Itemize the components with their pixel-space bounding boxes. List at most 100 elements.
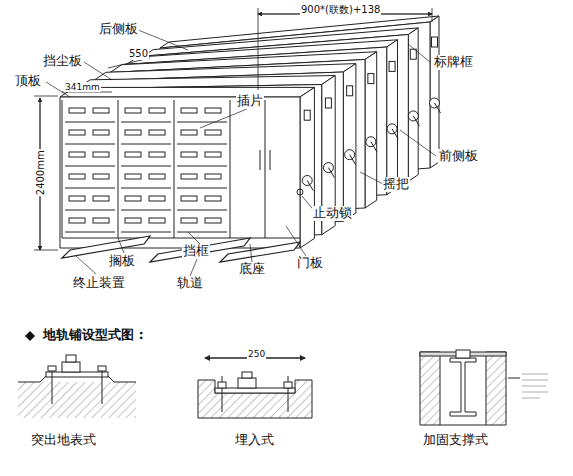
insert-card xyxy=(69,130,85,135)
shelf xyxy=(121,144,171,145)
part-label: 止动锁 xyxy=(312,206,353,221)
sign-frame xyxy=(304,110,310,120)
dimension: 550 xyxy=(128,48,149,60)
insert-card xyxy=(149,130,165,135)
sign-frame xyxy=(410,49,416,59)
sign-frame xyxy=(432,37,438,47)
sign-frame xyxy=(347,86,353,96)
part-label: 摇把 xyxy=(382,177,410,192)
shelf xyxy=(65,144,115,145)
base xyxy=(62,238,300,239)
insert-card xyxy=(93,196,109,201)
shelf xyxy=(121,188,171,189)
shelf xyxy=(65,210,115,211)
insert-card xyxy=(205,218,221,223)
insert-card xyxy=(125,130,141,135)
side-panel xyxy=(365,52,377,208)
door-handle xyxy=(270,150,271,170)
shelf xyxy=(65,166,115,167)
crank-arm xyxy=(307,181,313,191)
crank-arm xyxy=(392,129,398,139)
insert-card xyxy=(125,108,141,113)
shelf xyxy=(177,144,227,145)
insert-card xyxy=(93,152,109,157)
insert-card xyxy=(205,174,221,179)
shelf xyxy=(121,122,171,123)
insert-card xyxy=(93,218,109,223)
insert-card xyxy=(181,108,197,113)
insert-card xyxy=(181,130,197,135)
shelf xyxy=(121,232,171,233)
shelf xyxy=(121,166,171,167)
insert-card xyxy=(69,108,85,113)
crank-arm xyxy=(435,103,441,113)
insert-card xyxy=(93,108,109,113)
insert-card xyxy=(181,152,197,157)
part-label: 搁板 xyxy=(108,254,136,269)
part-label: 后侧板 xyxy=(98,22,139,37)
part-label: 前侧板 xyxy=(438,149,479,164)
column-divider xyxy=(174,100,175,238)
shelf xyxy=(65,122,115,123)
shelf xyxy=(65,188,115,189)
column-divider xyxy=(230,100,231,238)
crank-arm xyxy=(371,142,377,152)
insert-card xyxy=(69,196,85,201)
insert-card xyxy=(93,174,109,179)
part-label: 顶板 xyxy=(14,74,42,89)
dimension: 900*(联数)+138 xyxy=(300,4,381,16)
part-label: 底座 xyxy=(238,262,266,277)
insert-card xyxy=(69,218,85,223)
part-label: 终止装置 xyxy=(72,276,126,291)
sign-frame xyxy=(325,98,331,108)
insert-card xyxy=(69,174,85,179)
bullet-diamond xyxy=(25,331,35,341)
insert-card xyxy=(205,130,221,135)
caption-label: 埋入式 xyxy=(234,433,275,448)
side-panel xyxy=(300,87,314,248)
insert-card xyxy=(181,196,197,201)
insert-card xyxy=(69,152,85,157)
shelf xyxy=(177,122,227,123)
column-divider xyxy=(118,100,119,238)
shelf xyxy=(65,232,115,233)
part-label: 挡框 xyxy=(182,244,210,259)
part-label: 轨道 xyxy=(176,276,204,291)
dimension: 341mm xyxy=(64,82,101,92)
door-split xyxy=(265,100,266,238)
insert-card xyxy=(149,152,165,157)
insert-card xyxy=(205,196,221,201)
insert-card xyxy=(149,196,165,201)
insert-card xyxy=(125,174,141,179)
side-panel xyxy=(387,40,398,195)
caption-label: 突出地表式 xyxy=(30,433,97,448)
door-handle xyxy=(260,150,261,170)
insert-card xyxy=(125,152,141,157)
insert-card xyxy=(205,108,221,113)
side-panel xyxy=(430,16,439,168)
crank-arm xyxy=(350,155,356,165)
crank-arm xyxy=(328,168,334,178)
dimension: 250 xyxy=(247,349,266,359)
sign-frame xyxy=(368,74,374,84)
insert-card xyxy=(125,218,141,223)
crank-arm xyxy=(413,116,419,126)
insert-card xyxy=(93,130,109,135)
dimension: 2400mm xyxy=(34,150,46,197)
shelf xyxy=(177,210,227,211)
insert-card xyxy=(125,196,141,201)
column-divider xyxy=(62,100,63,238)
caption-label: 加固支撑式 xyxy=(422,433,489,448)
sign-frame xyxy=(389,61,395,71)
unit-face xyxy=(60,97,300,248)
part-label: 标牌框 xyxy=(433,55,474,70)
insert-card xyxy=(181,174,197,179)
stop-lock xyxy=(297,189,303,195)
part-label: 门板 xyxy=(296,256,324,271)
insert-card xyxy=(149,108,165,113)
insert-card xyxy=(205,152,221,157)
shelf xyxy=(177,188,227,189)
shelf xyxy=(121,210,171,211)
